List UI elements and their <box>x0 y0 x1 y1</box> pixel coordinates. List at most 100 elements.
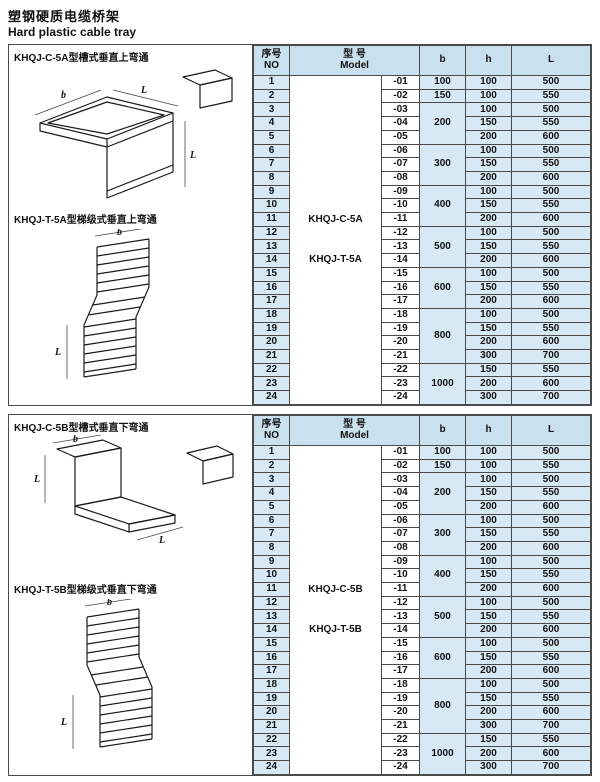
dim-h-cell: 100 <box>465 554 513 570</box>
dim-L-cell: 500 <box>511 636 591 652</box>
model-suffix-cell: -14 <box>380 623 421 638</box>
dim-L-cell: 600 <box>511 623 591 638</box>
row-no-cell: 5 <box>253 499 290 515</box>
dim-L-cell: 600 <box>511 335 591 351</box>
page-title-en: Hard plastic cable tray <box>8 25 137 39</box>
row-no-cell: 22 <box>253 362 290 378</box>
dim-L-cell: 600 <box>511 253 591 268</box>
dim-L-cell: 500 <box>511 102 591 118</box>
row-no-cell: 16 <box>253 280 290 296</box>
row-no-cell: 13 <box>253 609 290 625</box>
row-no-cell: 7 <box>253 527 290 542</box>
dim-h-cell: 200 <box>465 746 513 762</box>
dim-L-cell: 600 <box>511 746 591 762</box>
model-suffix-cell: -06 <box>380 513 421 529</box>
row-no-cell: 18 <box>253 307 290 323</box>
model-suffix-cell: -03 <box>380 472 421 488</box>
table-header-row: 序号 NO 型 号 Model b h L <box>253 415 591 446</box>
dim-b-cell: 100 <box>419 75 467 90</box>
dim-h-cell: 100 <box>465 184 513 200</box>
model-ladder: KHQJ-T-5B <box>309 624 362 635</box>
dim-b-cell: 500 <box>419 595 467 638</box>
dim-h-cell: 200 <box>465 294 513 309</box>
row-no-cell: 10 <box>253 198 290 214</box>
model-suffix-cell: -15 <box>380 636 421 652</box>
model-suffix-cell: -22 <box>380 732 421 748</box>
col-header-model-en: Model <box>340 429 369 441</box>
section-5b: KHQJ-C-5B型槽式垂直下弯通 b L L KHQJ-T-5B型梯级式垂直下… <box>8 414 592 776</box>
dim-L-cell: 600 <box>511 705 591 721</box>
channel-tray-up-bend-drawing: b L L <box>34 69 233 199</box>
section-5a-drawings: KHQJ-C-5A型槽式垂直上弯通 b L L KHQJ-T-5A型梯级式垂直上… <box>9 45 253 405</box>
dim-h-cell: 200 <box>465 664 513 679</box>
dim-h-cell: 150 <box>465 568 513 584</box>
model-suffix-cell: -02 <box>380 88 421 104</box>
dim-L-cell: 600 <box>511 582 591 597</box>
dim-L-cell: 600 <box>511 212 591 227</box>
model-ladder: KHQJ-T-5A <box>309 254 362 265</box>
dim-label-b: b <box>73 435 78 445</box>
dim-h-cell: 100 <box>465 445 513 460</box>
dim-L-cell: 550 <box>511 609 591 625</box>
col-header-model-en: Model <box>340 59 369 71</box>
model-suffix-cell: -17 <box>380 664 421 679</box>
page-header: 塑钢硬质电缆桥架 Hard plastic cable tray <box>0 0 600 44</box>
dim-L-cell: 500 <box>511 266 591 282</box>
col-header-model-zh: 型 号 <box>343 419 366 430</box>
model-suffix-cell: -02 <box>380 458 421 474</box>
dim-h-cell: 150 <box>465 650 513 666</box>
row-no-cell: 24 <box>253 760 290 775</box>
dim-h-cell: 100 <box>465 143 513 159</box>
model-suffix-cell: -01 <box>380 445 421 460</box>
row-no-cell: 12 <box>253 225 290 241</box>
dim-L-cell: 550 <box>511 362 591 378</box>
col-header-no-zh: 序号 <box>261 49 282 60</box>
model-suffix-cell: -20 <box>380 705 421 721</box>
dim-h-cell: 150 <box>465 321 513 337</box>
dim-h-cell: 100 <box>465 102 513 118</box>
row-no-cell: 11 <box>253 212 290 227</box>
row-no-cell: 19 <box>253 691 290 707</box>
dim-label-b: b <box>61 90 66 101</box>
model-suffix-cell: -10 <box>380 198 421 214</box>
model-suffix-cell: -03 <box>380 102 421 118</box>
row-no-cell: 3 <box>253 102 290 118</box>
dim-h-cell: 150 <box>465 527 513 542</box>
section-5a: KHQJ-C-5A型槽式垂直上弯通 b L L KHQJ-T-5A型梯级式垂直上… <box>8 44 592 406</box>
dim-L-cell: 550 <box>511 321 591 337</box>
row-no-cell: 20 <box>253 335 290 351</box>
model-suffix-cell: -05 <box>380 129 421 145</box>
row-no-cell: 2 <box>253 88 290 104</box>
row-no-cell: 12 <box>253 595 290 611</box>
model-suffix-cell: -17 <box>380 294 421 309</box>
col-header-model: 型 号 Model <box>288 415 421 446</box>
row-no-cell: 15 <box>253 266 290 282</box>
model-suffix-cell: -12 <box>380 225 421 241</box>
dim-b-cell: 600 <box>419 266 467 309</box>
row-no-cell: 15 <box>253 636 290 652</box>
row-no-cell: 11 <box>253 582 290 597</box>
model-suffix-cell: -16 <box>380 280 421 296</box>
row-no-cell: 1 <box>253 75 290 90</box>
dim-L-cell: 550 <box>511 568 591 584</box>
dim-L-cell: 600 <box>511 540 591 556</box>
model-suffix-cell: -12 <box>380 595 421 611</box>
caption-ladder-5a: KHQJ-T-5A型梯级式垂直上弯通 <box>14 215 157 226</box>
row-no-cell: 19 <box>253 321 290 337</box>
dim-h-cell: 100 <box>465 513 513 529</box>
